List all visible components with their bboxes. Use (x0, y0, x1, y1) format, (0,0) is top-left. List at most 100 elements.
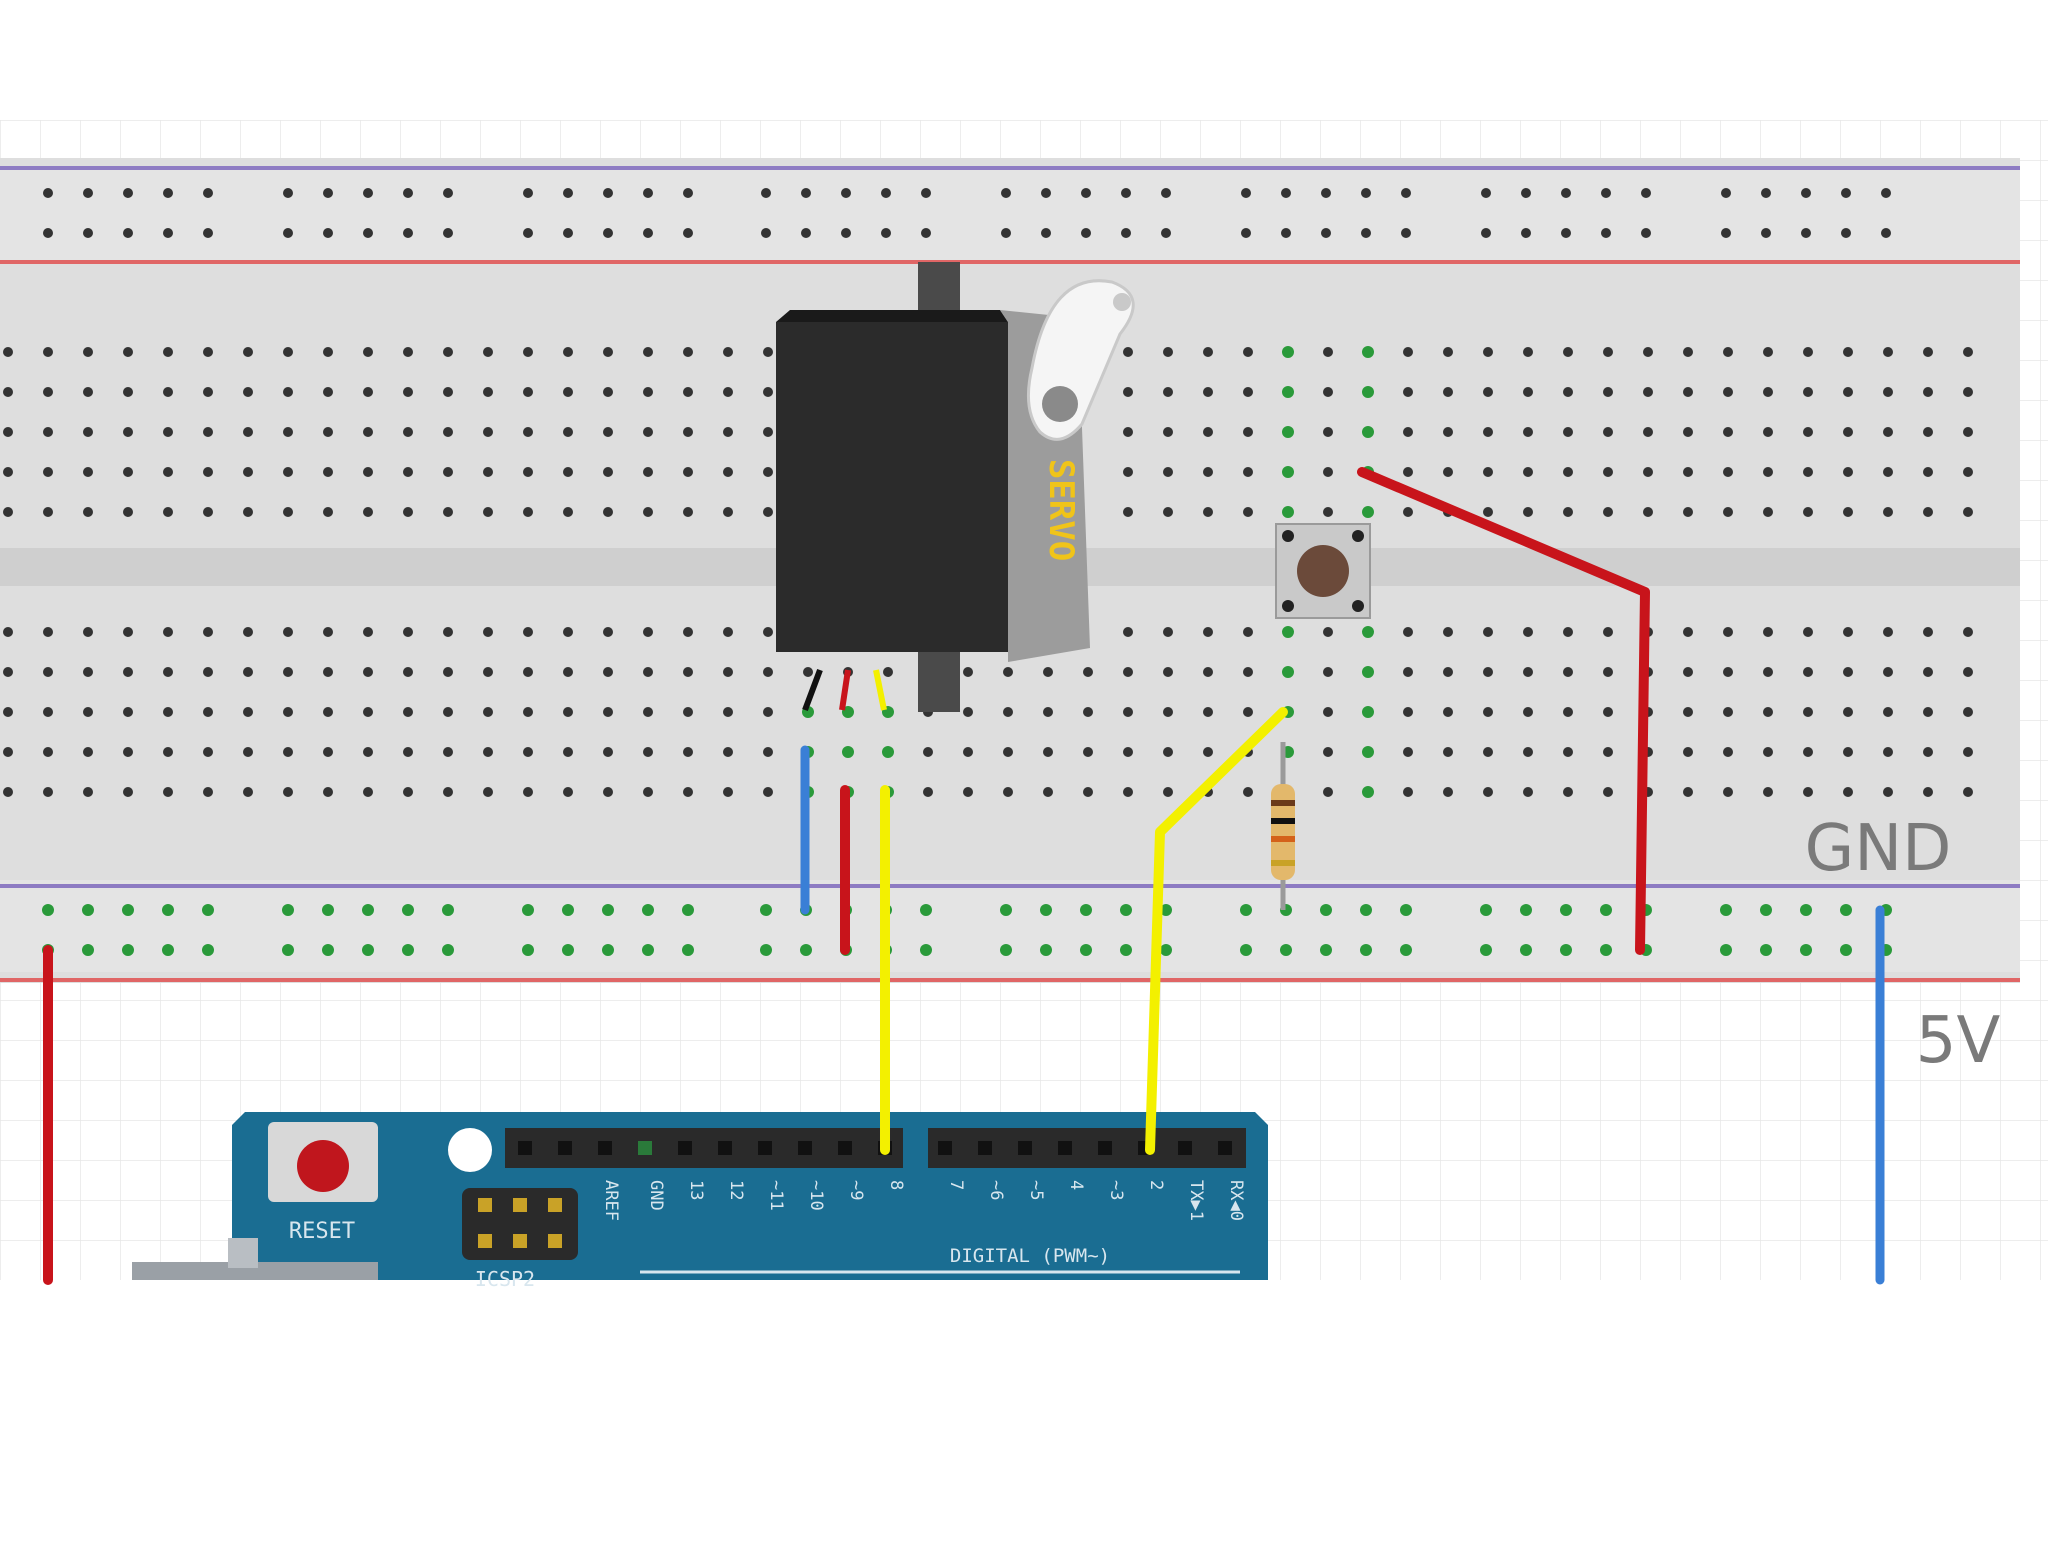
digital-label: DIGITAL (PWM~) (950, 1245, 1110, 1267)
breadboard-hole (1763, 667, 1773, 677)
breadboard-hole (43, 228, 53, 238)
breadboard-hole (1281, 228, 1291, 238)
breadboard-hole (243, 467, 253, 477)
wire-button-power (1357, 467, 1650, 955)
breadboard-hole (1841, 228, 1851, 238)
breadboard-hole (1403, 667, 1413, 677)
breadboard-hole (1203, 427, 1213, 437)
breadboard-hole (1600, 904, 1612, 916)
pin-label: TX▶1 (1186, 1180, 1206, 1221)
breadboard-hole (443, 188, 453, 198)
breadboard-hole (1361, 188, 1371, 198)
breadboard-hole (323, 467, 333, 477)
breadboard-hole (1923, 747, 1933, 757)
breadboard-hole (83, 347, 93, 357)
breadboard-hole (642, 944, 654, 956)
breadboard-hole (1763, 747, 1773, 757)
breadboard-hole (643, 387, 653, 397)
breadboard-hole (1401, 228, 1411, 238)
breadboard-hole (643, 427, 653, 437)
breadboard-hole (1523, 347, 1533, 357)
breadboard-hole (1563, 667, 1573, 677)
breadboard-hole (1443, 747, 1453, 757)
breadboard-hole (1120, 904, 1132, 916)
breadboard-hole (1641, 188, 1651, 198)
breadboard-hole (1360, 944, 1372, 956)
breadboard-hole (763, 787, 773, 797)
breadboard-hole (83, 627, 93, 637)
breadboard-hole (1843, 427, 1853, 437)
breadboard-hole (443, 627, 453, 637)
breadboard-hole (1001, 228, 1011, 238)
breadboard-hole (1923, 787, 1933, 797)
breadboard-hole (763, 667, 773, 677)
breadboard-hole (1403, 507, 1413, 517)
breadboard-hole (1603, 347, 1613, 357)
breadboard-hole (1923, 387, 1933, 397)
breadboard-hole (1723, 707, 1733, 717)
breadboard-hole (403, 427, 413, 437)
breadboard-hole (563, 387, 573, 397)
breadboard-hole (523, 347, 533, 357)
breadboard-hole (1563, 507, 1573, 517)
breadboard-hole (603, 467, 613, 477)
breadboard-hole (1483, 467, 1493, 477)
breadboard-hole (1683, 427, 1693, 437)
breadboard-hole (483, 467, 493, 477)
breadboard-hole (1403, 387, 1413, 397)
breadboard-hole (1563, 707, 1573, 717)
breadboard-hole (1483, 387, 1493, 397)
breadboard-hole (921, 228, 931, 238)
breadboard-hole (1563, 747, 1573, 757)
breadboard-hole (1883, 667, 1893, 677)
breadboard-hole (203, 707, 213, 717)
breadboard-hole (122, 904, 134, 916)
header-pin (938, 1141, 952, 1155)
breadboard-hole (1320, 904, 1332, 916)
breadboard-hole (243, 787, 253, 797)
breadboard-hole (1241, 228, 1251, 238)
breadboard-hole (83, 507, 93, 517)
reset-label: RESET (289, 1219, 355, 1244)
breadboard-hole (1163, 707, 1173, 717)
breadboard-hole (1160, 944, 1172, 956)
breadboard-hole (163, 747, 173, 757)
breadboard-hole (243, 627, 253, 637)
breadboard-hole (1403, 787, 1413, 797)
breadboard-hole (963, 747, 973, 757)
breadboard-hole (1083, 787, 1093, 797)
breadboard-hole (920, 904, 932, 916)
breadboard-hole (1481, 188, 1491, 198)
breadboard-hole (163, 707, 173, 717)
breadboard-hole (523, 228, 533, 238)
breadboard-hole (1723, 347, 1733, 357)
breadboard-hole (1000, 944, 1012, 956)
breadboard-hole (323, 228, 333, 238)
breadboard-hole (363, 467, 373, 477)
breadboard-hole (763, 507, 773, 517)
breadboard-hole (1481, 228, 1491, 238)
breadboard-hole (162, 944, 174, 956)
breadboard-hole (363, 747, 373, 757)
breadboard-hole (243, 507, 253, 517)
breadboard-hole (1720, 944, 1732, 956)
breadboard-hole (523, 507, 533, 517)
breadboard-hole (1001, 188, 1011, 198)
breadboard-hole (1963, 347, 1973, 357)
breadboard-hole (1361, 228, 1371, 238)
header-pin (638, 1141, 652, 1155)
breadboard-hole (801, 228, 811, 238)
breadboard-hole (43, 427, 53, 437)
breadboard-hole (322, 904, 334, 916)
breadboard-hole (82, 944, 94, 956)
breadboard-hole (1600, 944, 1612, 956)
servo-body (776, 322, 1008, 652)
servo-lead-signal (873, 669, 887, 711)
breadboard-hole (1281, 188, 1291, 198)
breadboard-hole (1240, 944, 1252, 956)
breadboard-hole (323, 667, 333, 677)
breadboard-hole (1483, 627, 1493, 637)
breadboard-hole (443, 707, 453, 717)
breadboard-hole (363, 387, 373, 397)
breadboard-hole (283, 627, 293, 637)
